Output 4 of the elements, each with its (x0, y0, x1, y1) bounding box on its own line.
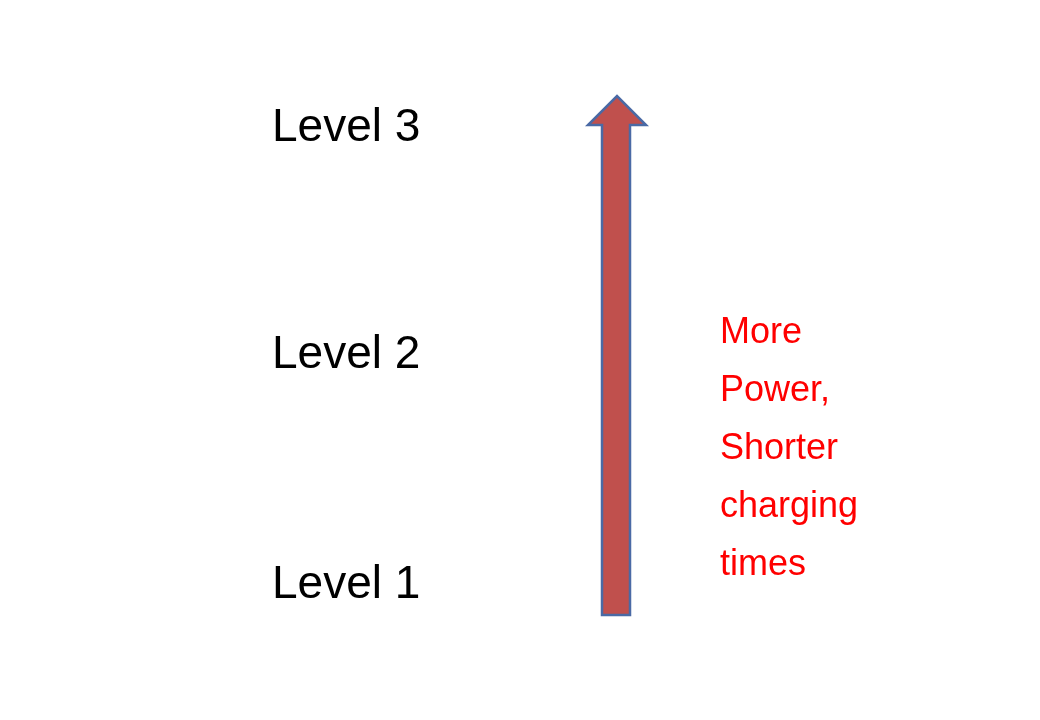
level-label: Level 2 (272, 325, 421, 379)
annotation-text: More Power, Shorter charging times (720, 309, 860, 585)
level-label: Level 3 (272, 98, 421, 152)
level-label: Level 1 (272, 555, 421, 609)
